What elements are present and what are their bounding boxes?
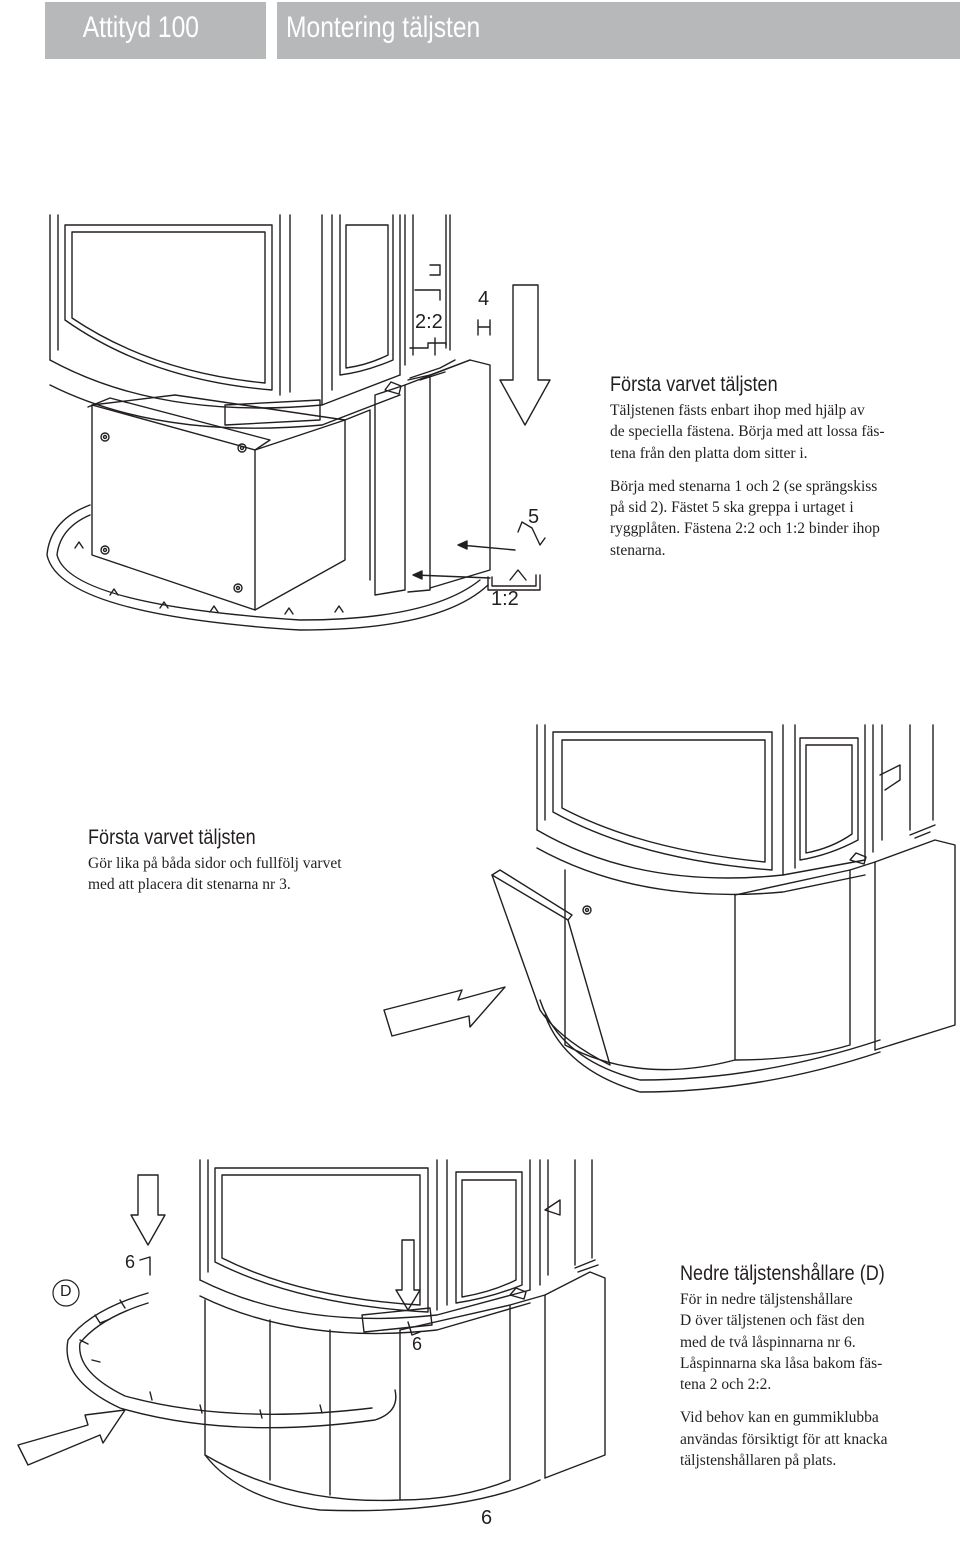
step2-text: Första varvet täljsten Gör lika på båda … [88, 826, 418, 896]
step3-title: Nedre täljstenshållare (D) [680, 1262, 885, 1285]
page-number: 6 [481, 1507, 493, 1529]
pin-label-left: 6 [125, 1252, 136, 1272]
fastener-label-5: 5 [528, 506, 540, 528]
fastener-label-4: 4 [478, 288, 490, 310]
step2-para1: Gör lika på båda sidor och fullfölj varv… [88, 855, 342, 894]
step1-title: Första varvet täljsten [610, 373, 778, 396]
step2-title: Första varvet täljsten [88, 826, 256, 849]
figure-2-stove-stones-placed [383, 724, 956, 1093]
step1-text: Första varvet täljsten Täljstenen fästs … [610, 373, 955, 561]
product-title-bar: Attityd 100 [45, 2, 266, 59]
step3-text: Nedre täljstenshållare (D) För in nedre … [680, 1262, 955, 1471]
pin-label-right: 6 [412, 1334, 423, 1354]
step3-para1: För in nedre täljstenshållare D över täl… [680, 1291, 883, 1394]
step1-para1: Täljstenen fästs enbart ihop med hjälp a… [610, 402, 885, 462]
step3-para2: Vid behov kan en gummiklubba användas fö… [680, 1409, 888, 1470]
section-title: Montering täljsten [286, 11, 481, 44]
figure-3-lower-holder [17, 1159, 606, 1512]
fastener-label-2-2: 2:2 [415, 311, 443, 333]
product-title: Attityd 100 [82, 11, 199, 44]
fastener-label-1-2: 1:2 [491, 588, 519, 610]
figure-1-stove-first-row [46, 214, 551, 631]
section-title-bar: Montering täljsten [277, 2, 960, 59]
holder-label-d: D [60, 1283, 72, 1300]
step1-para2: Börja med stenarna 1 och 2 (se sprängski… [610, 477, 880, 559]
